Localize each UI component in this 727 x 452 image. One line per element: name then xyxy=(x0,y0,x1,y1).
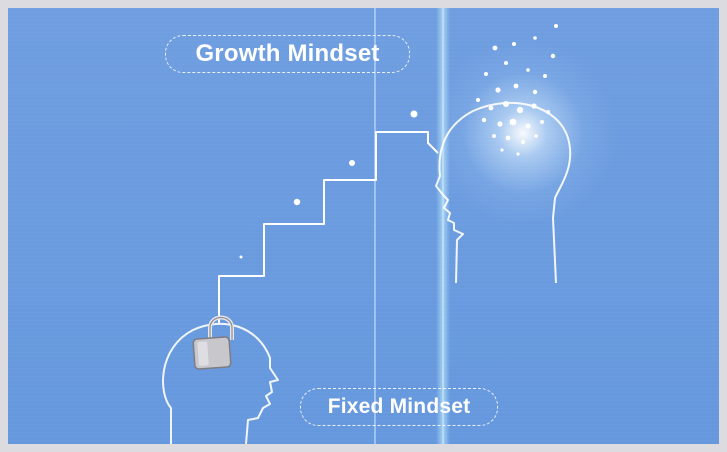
sparkle-icon xyxy=(476,24,558,156)
light-beam-thin xyxy=(374,8,376,444)
line-art xyxy=(162,24,572,444)
fixed-mindset-label: Fixed Mindset xyxy=(300,388,498,426)
brain-glow xyxy=(428,38,618,228)
light-beam xyxy=(436,8,450,444)
growth-head-outline xyxy=(435,101,572,284)
padlock-icon xyxy=(192,315,234,370)
staircase-line xyxy=(218,131,439,324)
illustration-panel: Growth Mindset Fixed Mindset xyxy=(8,8,719,444)
floating-dots xyxy=(239,110,418,259)
fixed-head-outline xyxy=(162,322,279,444)
growth-mindset-label: Growth Mindset xyxy=(165,35,410,73)
